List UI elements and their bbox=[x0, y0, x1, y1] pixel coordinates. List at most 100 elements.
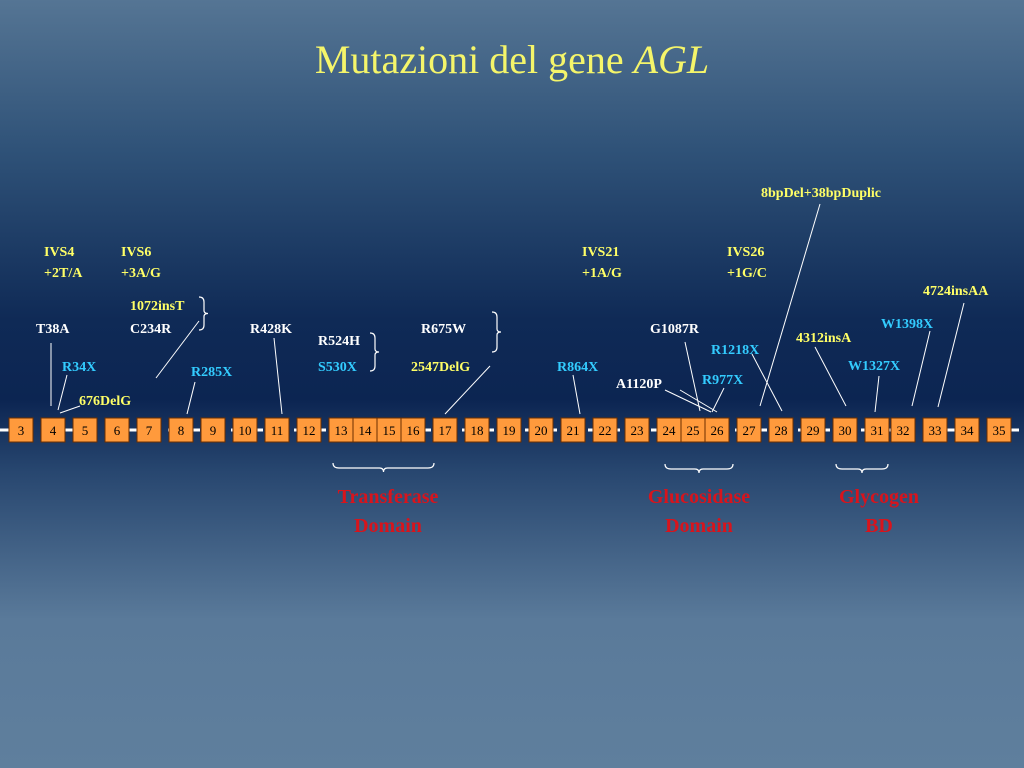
exon-16: 16 bbox=[400, 417, 426, 443]
exon-number: 35 bbox=[993, 423, 1006, 438]
title-main: Mutazioni del gene bbox=[314, 37, 624, 82]
mutation-c234r: C234R bbox=[130, 322, 172, 337]
exon-17: 17 bbox=[432, 417, 458, 443]
mutation-w1327x: W1327X bbox=[848, 359, 900, 374]
exon-9: 9 bbox=[200, 417, 226, 443]
exon-box bbox=[72, 417, 98, 443]
mutation-s530x: S530X bbox=[318, 360, 357, 375]
mutation-r675w: R675W bbox=[421, 322, 466, 337]
mutation-w1398x: W1398X bbox=[881, 317, 933, 332]
exon-number: 4 bbox=[50, 423, 57, 438]
exon-number: 6 bbox=[114, 423, 121, 438]
pointer-line bbox=[444, 365, 491, 415]
exon-number: 16 bbox=[407, 423, 421, 438]
exon-19: 19 bbox=[496, 417, 522, 443]
mutation-r864x: R864X bbox=[557, 360, 598, 375]
mutation-del2547: 2547DelG bbox=[411, 360, 470, 375]
exon-number: 34 bbox=[961, 423, 975, 438]
exon-box bbox=[496, 417, 522, 443]
exon-number: 19 bbox=[503, 423, 516, 438]
exon-number: 7 bbox=[146, 423, 153, 438]
pointer-line bbox=[155, 320, 200, 379]
exon-15: 15 bbox=[376, 417, 402, 443]
exon-number: 25 bbox=[687, 423, 700, 438]
exon-box bbox=[232, 417, 258, 443]
exon-number: 27 bbox=[743, 423, 757, 438]
mutation-pointer-lines bbox=[50, 203, 965, 415]
exon-box bbox=[264, 417, 290, 443]
mutation-g1087r: G1087R bbox=[650, 322, 700, 337]
exon-number: 30 bbox=[839, 423, 852, 438]
exon-box bbox=[376, 417, 402, 443]
mutation-ivs26_b: +1G/C bbox=[727, 266, 767, 281]
exon-6: 6 bbox=[104, 417, 130, 443]
exon-5: 5 bbox=[72, 417, 98, 443]
mutation-t38a: T38A bbox=[36, 322, 70, 337]
mutation-r285x: R285X bbox=[191, 365, 232, 380]
exon-number: 31 bbox=[871, 423, 884, 438]
domain-line2: Domain bbox=[354, 515, 422, 537]
exon-35: 35 bbox=[986, 417, 1012, 443]
exon-box bbox=[8, 417, 34, 443]
exon-box bbox=[890, 417, 916, 443]
exon-number: 8 bbox=[178, 423, 185, 438]
mutation-ivs4_b: +2T/A bbox=[44, 266, 83, 281]
mutation-ivs21_a: IVS21 bbox=[582, 245, 619, 260]
exon-number: 3 bbox=[18, 423, 25, 438]
domain-line1: Glucosidase bbox=[648, 486, 750, 508]
exon-21: 21 bbox=[560, 417, 586, 443]
exon-3: 3 bbox=[8, 417, 34, 443]
exon-29: 29 bbox=[800, 417, 826, 443]
pointer-line bbox=[814, 346, 847, 407]
mutation-ivs21_b: +1A/G bbox=[582, 266, 622, 281]
exon-number: 23 bbox=[631, 423, 644, 438]
exon-box bbox=[464, 417, 490, 443]
exon-number: 12 bbox=[303, 423, 316, 438]
mutation-ins4724: 4724insAA bbox=[923, 284, 989, 299]
exon-number: 22 bbox=[599, 423, 612, 438]
exon-13: 13 bbox=[328, 417, 354, 443]
exon-20: 20 bbox=[528, 417, 554, 443]
mutation-ins4312: 4312insA bbox=[796, 331, 852, 346]
exon-34: 34 bbox=[954, 417, 980, 443]
exon-box bbox=[528, 417, 554, 443]
domain-line2: Domain bbox=[665, 515, 733, 537]
exon-number: 18 bbox=[471, 423, 484, 438]
exon-23: 23 bbox=[624, 417, 650, 443]
exon-7: 7 bbox=[136, 417, 162, 443]
exon-22: 22 bbox=[592, 417, 618, 443]
exon-number: 5 bbox=[82, 423, 89, 438]
exon-8: 8 bbox=[168, 417, 194, 443]
exon-31: 31 bbox=[864, 417, 890, 443]
exon-number: 15 bbox=[383, 423, 396, 438]
exon-box bbox=[736, 417, 762, 443]
pointer-line bbox=[57, 374, 68, 411]
exon-number: 13 bbox=[335, 423, 348, 438]
exon-18: 18 bbox=[464, 417, 490, 443]
pointer-line bbox=[711, 387, 725, 413]
exon-12: 12 bbox=[296, 417, 322, 443]
exon-number: 32 bbox=[897, 423, 910, 438]
exon-14: 14 bbox=[352, 417, 378, 443]
pointer-line bbox=[59, 405, 81, 414]
exon-box bbox=[864, 417, 890, 443]
exon-number: 11 bbox=[271, 423, 284, 438]
exon-number: 26 bbox=[711, 423, 725, 438]
mutation-a1120p: A1120P bbox=[616, 377, 662, 392]
domain-line1: Transferase bbox=[338, 486, 439, 508]
exon-box bbox=[832, 417, 858, 443]
pointer-line bbox=[572, 374, 581, 415]
exon-27: 27 bbox=[736, 417, 762, 443]
exon-box bbox=[922, 417, 948, 443]
mutation-del676: 676DelG bbox=[79, 394, 131, 409]
pointer-line bbox=[874, 375, 880, 413]
mutation-ivs6_a: IVS6 bbox=[121, 245, 151, 260]
exon-number: 21 bbox=[567, 423, 580, 438]
exon-box bbox=[400, 417, 426, 443]
